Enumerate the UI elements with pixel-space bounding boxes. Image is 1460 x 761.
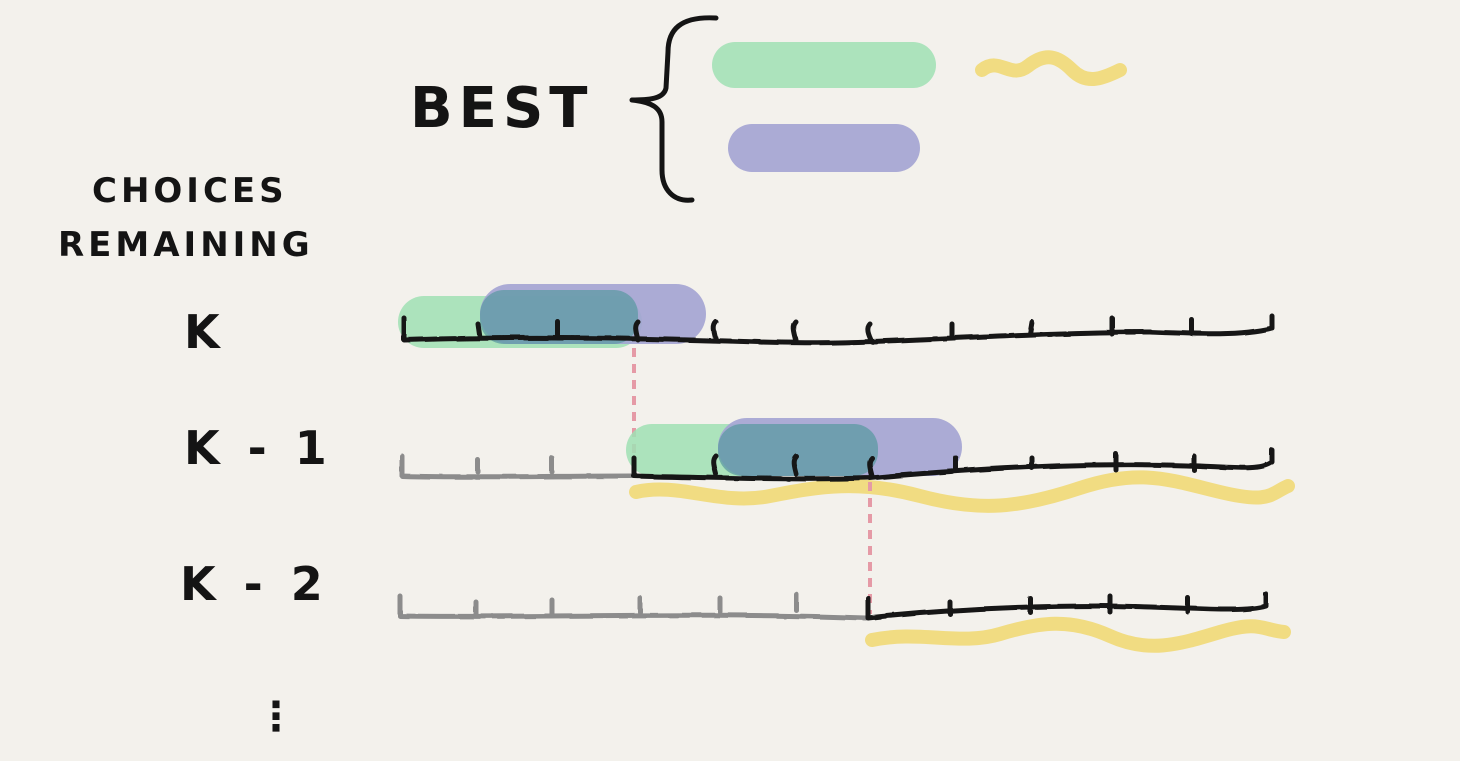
row-k-minus-1-faded-segment xyxy=(399,453,635,480)
row-k-minus-1-overlap-highlight xyxy=(718,424,878,476)
row-k-ticks xyxy=(475,315,1195,345)
row-k-minus-1-axis-line xyxy=(631,447,1275,482)
row-k-minus-2-yellow-squiggle xyxy=(865,616,1291,653)
legend: BEST xyxy=(410,15,1127,203)
legend-brace xyxy=(629,15,719,203)
row-k-minus-2-faded-segment xyxy=(397,593,869,621)
row-label-k-minus-1: K - 1 xyxy=(184,421,333,475)
legend-purple-swatch xyxy=(728,124,920,172)
axis-title: CHOICES REMAINING xyxy=(58,171,314,265)
row-k-minus-1-yellow-squiggle xyxy=(629,470,1295,513)
row-label-k: K xyxy=(184,305,222,359)
row-label-k-minus-2: K - 2 xyxy=(180,557,329,611)
legend-title: BEST xyxy=(410,76,593,141)
row-k-minus-2-faded-ticks xyxy=(473,591,799,617)
legend-yellow-squiggle xyxy=(975,50,1127,86)
row-k-minus-2-ticks xyxy=(947,593,1191,617)
continuation-ellipsis: ⋮ xyxy=(256,694,296,740)
row-k-minus-1-faded-ticks xyxy=(475,455,555,475)
row-k-minus-2-axis-line xyxy=(865,591,1269,621)
row-k xyxy=(398,284,1275,348)
axis-title-line-1: CHOICES xyxy=(92,171,288,211)
axis-title-line-2: REMAINING xyxy=(58,225,314,265)
row-k-minus-1-ticks xyxy=(711,451,1197,479)
row-k-minus-1 xyxy=(399,418,1295,513)
row-k-axis-line xyxy=(401,313,1275,346)
legend-green-swatch xyxy=(712,42,936,88)
row-k-overlap-highlight xyxy=(480,290,638,344)
row-k-minus-2 xyxy=(397,591,1291,653)
